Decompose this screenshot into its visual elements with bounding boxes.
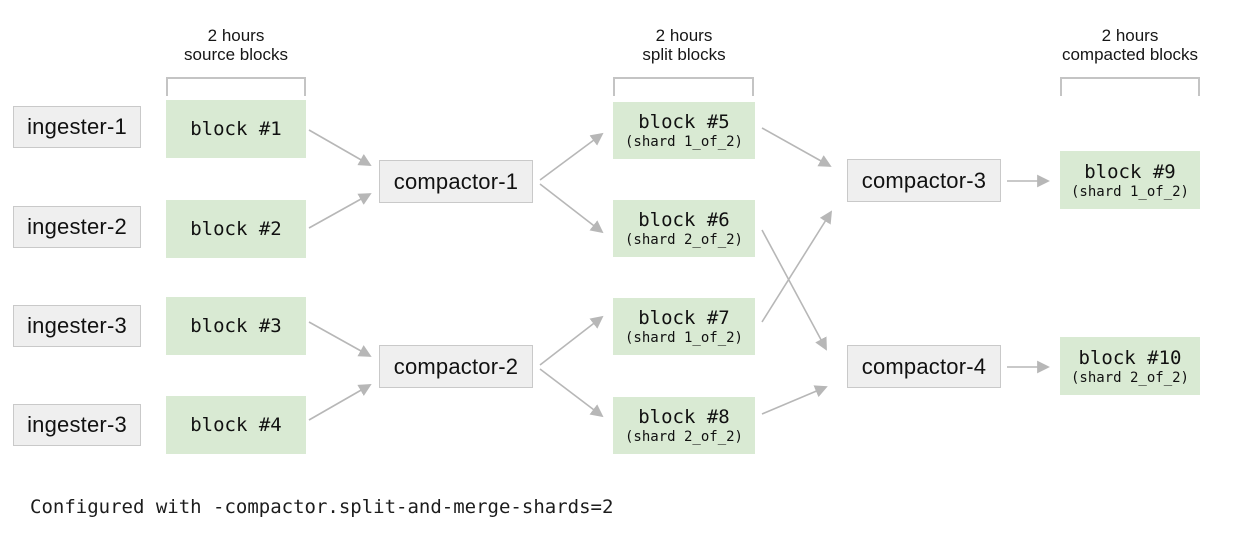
config-caption: Configured with -compactor.split-and-mer…: [30, 496, 614, 518]
arrow-block-6-to-compactor-4: [761, 229, 827, 351]
duration-bracket-split: [613, 77, 754, 96]
arrow-compactor-1-to-block-5: [539, 132, 604, 181]
duration-bracket-source: [166, 77, 306, 96]
block-label: block #3: [190, 315, 282, 337]
block-9: block #9 (shard 1_of_2): [1060, 151, 1200, 209]
block-shard-label: (shard 1_of_2): [624, 330, 743, 346]
block-5: block #5 (shard 1_of_2): [613, 102, 755, 159]
node-label: ingester-3: [27, 412, 127, 437]
block-label: block #7: [638, 307, 730, 329]
arrow-block-3-to-compactor-2: [308, 321, 372, 357]
block-label: block #10: [1078, 346, 1182, 369]
arrow-block-7-to-compactor-3: [761, 210, 833, 323]
block-label: block #5: [638, 111, 730, 133]
arrow-block-4-to-compactor-2: [308, 384, 372, 421]
block-shard-label: (shard 1_of_2): [624, 134, 743, 150]
arrow-compactor-1-to-block-6: [539, 183, 604, 234]
block-label: block #9: [1084, 160, 1176, 183]
arrow-block-2-to-compactor-1: [308, 193, 372, 229]
node-label: compactor-2: [393, 353, 519, 379]
arrow-block-8-to-compactor-4: [761, 385, 828, 415]
block-3: block #3: [166, 297, 306, 355]
arrow-compactor-2-to-block-8: [539, 368, 604, 418]
block-7: block #7 (shard 1_of_2): [613, 298, 755, 355]
block-label: block #4: [190, 414, 282, 436]
node-compactor-2: compactor-2: [379, 345, 533, 388]
block-label: block #1: [190, 118, 282, 140]
node-compactor-4: compactor-4: [847, 345, 1001, 388]
node-compactor-1: compactor-1: [379, 160, 533, 203]
block-2: block #2: [166, 200, 306, 258]
node-label: ingester-1: [27, 114, 127, 139]
block-shard-label: (shard 2_of_2): [624, 232, 743, 248]
block-4: block #4: [166, 396, 306, 454]
block-label: block #8: [638, 406, 730, 428]
column-header-split-blocks: 2 hours split blocks: [584, 26, 784, 64]
node-label: compactor-1: [393, 168, 519, 194]
node-ingester-1: ingester-1: [13, 106, 141, 148]
column-header-line1: 2 hours: [207, 26, 265, 45]
block-shard-label: (shard 1_of_2): [1070, 183, 1189, 200]
column-header-line1: 2 hours: [1101, 26, 1159, 45]
node-label: ingester-3: [27, 313, 127, 338]
node-ingester-3b: ingester-3: [13, 404, 141, 446]
block-label: block #2: [190, 218, 282, 240]
column-header-source-blocks: 2 hours source blocks: [136, 26, 336, 64]
column-header-line2: split blocks: [642, 45, 726, 64]
column-header-line2: compacted blocks: [1061, 45, 1199, 64]
block-10: block #10 (shard 2_of_2): [1060, 337, 1200, 395]
block-1: block #1: [166, 100, 306, 158]
column-header-compacted-blocks: 2 hours compacted blocks: [1030, 26, 1230, 64]
node-label: compactor-3: [861, 167, 987, 193]
arrow-compactor-2-to-block-7: [539, 315, 604, 366]
block-shard-label: (shard 2_of_2): [624, 429, 743, 445]
arrow-block-5-to-compactor-3: [761, 127, 832, 167]
node-label: compactor-4: [861, 353, 987, 379]
block-8: block #8 (shard 2_of_2): [613, 397, 755, 454]
node-compactor-3: compactor-3: [847, 159, 1001, 202]
block-shard-label: (shard 2_of_2): [1070, 369, 1189, 386]
arrow-block-1-to-compactor-1: [308, 129, 372, 166]
node-ingester-3: ingester-3: [13, 305, 141, 347]
node-ingester-2: ingester-2: [13, 206, 141, 248]
duration-bracket-compacted: [1060, 77, 1200, 96]
column-header-line1: 2 hours: [655, 26, 713, 45]
column-header-line2: source blocks: [184, 45, 288, 64]
block-label: block #6: [638, 209, 730, 231]
node-label: ingester-2: [27, 214, 127, 239]
block-6: block #6 (shard 2_of_2): [613, 200, 755, 257]
